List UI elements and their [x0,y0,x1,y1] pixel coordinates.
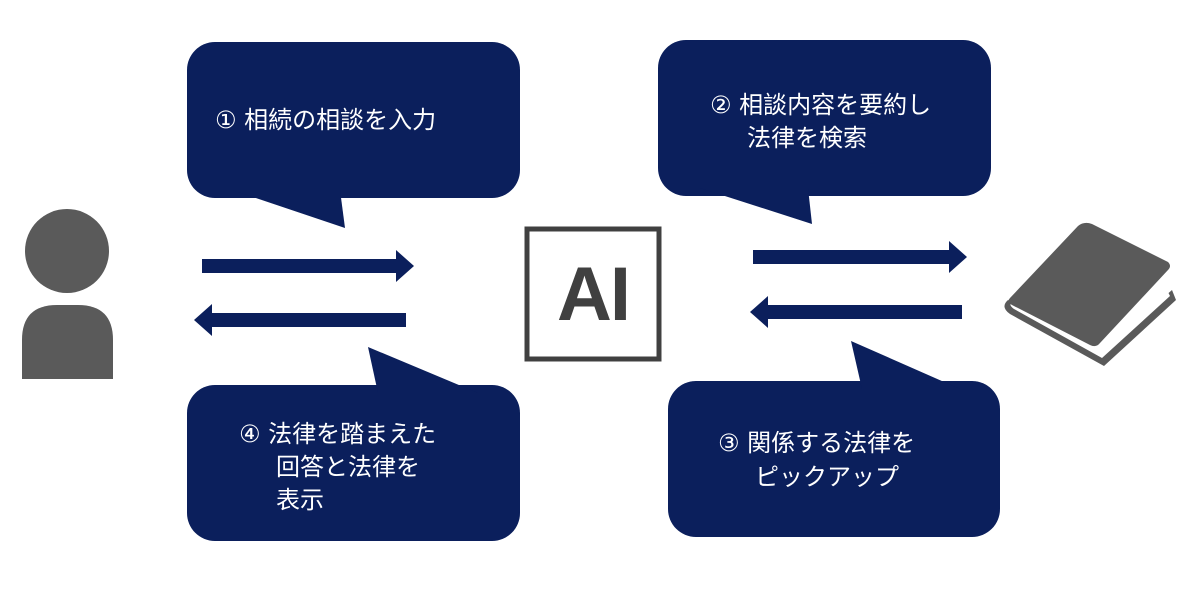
speech-bubble-step2 [658,40,991,224]
step2-label-line2: 法律を検索 [747,124,867,152]
speech-bubble-step4 [187,347,520,541]
step4-label-line3: 表示 [276,486,324,514]
step3-label-line1: ③ 関係する法律を [718,429,916,457]
step1-label: ① 相続の相談を入力 [215,106,437,134]
person-icon [22,209,113,379]
speech-bubble-step1 [187,42,520,228]
arrow-user-to-ai [202,250,414,282]
step4-label-line1: ④ 法律を踏まえた [239,420,437,448]
speech-bubble-step3 [668,341,1000,537]
ai-box-frame [524,226,662,362]
arrow-law-to-ai [750,296,962,328]
arrow-ai-to-user [194,304,406,336]
arrow-ai-to-law [753,241,967,273]
step2-label-line1: ② 相談内容を要約し [710,91,932,119]
ai-label: AI [557,251,631,337]
book-icon [1004,222,1176,366]
step3-label-line2: ピックアップ [755,463,899,491]
step4-label-line2: 回答と法律を [276,453,420,481]
